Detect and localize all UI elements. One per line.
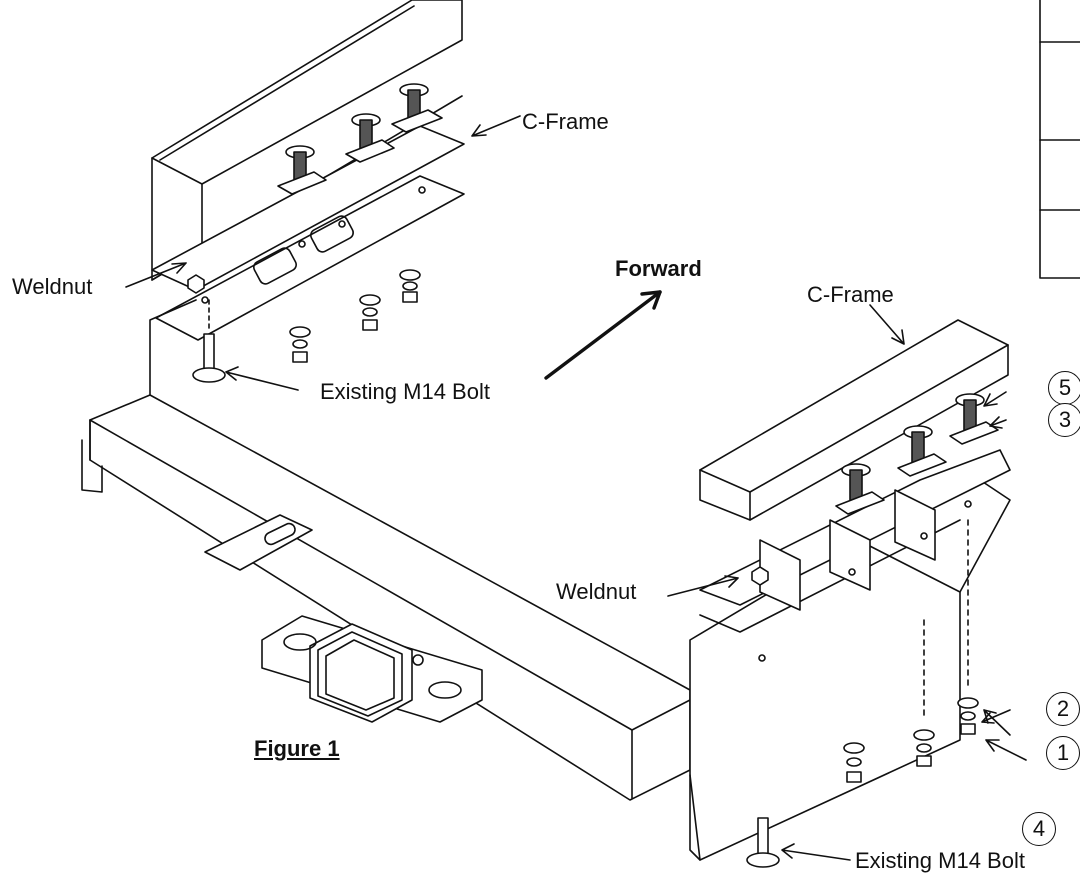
bolt-label-bottom: Existing M14 Bolt (855, 848, 1025, 873)
receiver-tube (261, 615, 483, 723)
forward-label: Forward (615, 256, 702, 281)
right-c-frame (699, 319, 1009, 521)
safety-chain-plate (204, 514, 313, 571)
parts-table-fragment (1039, 0, 1080, 279)
weldnut-label-left: Weldnut (12, 274, 93, 299)
c-frame-label-top: C-Frame (522, 109, 609, 134)
weldnut-label-right: Weldnut (556, 579, 637, 604)
left-carriage-bolts (277, 83, 443, 195)
left-hardware (187, 269, 421, 383)
callout-5: 5 (1048, 371, 1080, 405)
hitch-cross-tube (81, 299, 691, 801)
figure-caption: Figure 1 (254, 736, 340, 761)
callout-4: 4 (1022, 812, 1056, 846)
leader-lines (125, 115, 1027, 861)
c-frame-label-right: C-Frame (807, 282, 894, 307)
bolt-label-top: Existing M14 Bolt (320, 379, 490, 404)
forward-arrow (544, 290, 662, 380)
right-hardware (746, 519, 979, 868)
callout-2: 2 (1046, 692, 1080, 726)
callout-3: 3 (1048, 403, 1080, 437)
left-flange-plates (151, 125, 465, 341)
callout-1: 1 (1046, 736, 1080, 770)
right-flange-plate (699, 449, 1011, 662)
right-carriage-bolts (835, 393, 999, 515)
